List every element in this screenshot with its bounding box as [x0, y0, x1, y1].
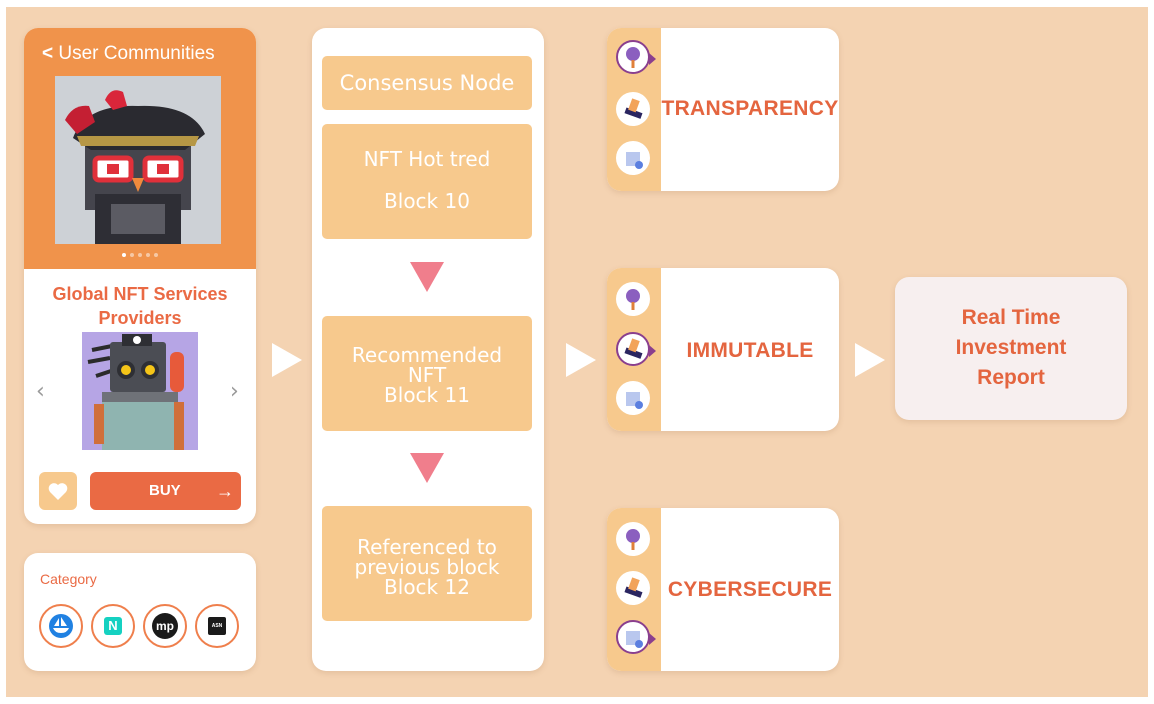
carousel-dot[interactable]	[130, 253, 134, 257]
flow-arrow-1	[272, 343, 302, 377]
block-11-line2: NFT	[407, 363, 447, 387]
provider-title-line2: Providers	[98, 308, 182, 328]
opensea-icon[interactable]	[39, 604, 83, 648]
block-11-line3: Block 11	[384, 383, 470, 407]
feature-label-immutable: IMMUTABLE	[686, 339, 814, 362]
stamp-icon[interactable]	[616, 571, 650, 605]
prev-arrow-icon[interactable]: ‹	[36, 379, 45, 404]
flow-arrow-2	[566, 343, 596, 377]
nifty-icon[interactable]: N	[91, 604, 135, 648]
magnifier-icon[interactable]	[616, 282, 650, 316]
block-10-line1: NFT Hot tred	[363, 147, 491, 171]
stamp-icon[interactable]	[616, 92, 650, 126]
next-arrow-icon[interactable]: ›	[230, 379, 239, 404]
down-arrow-2	[410, 453, 444, 483]
secure-bag-icon[interactable]	[616, 141, 650, 175]
carousel-dots[interactable]	[24, 250, 256, 257]
featured-nft-image[interactable]	[55, 76, 221, 244]
feature-card-cybersecure: CYBERSECURE	[607, 508, 839, 671]
block-12-line2: previous block	[354, 555, 500, 579]
feature-label-transparency: TRANSPARENCY	[661, 97, 839, 120]
stamp-icon[interactable]	[616, 332, 656, 366]
report-line3: Report	[977, 366, 1045, 389]
investment-report-card: Real Time Investment Report	[895, 277, 1127, 420]
report-line1: Real Time	[961, 306, 1061, 329]
block-12: Referenced to previous block Block 12	[322, 506, 532, 621]
consensus-node-block: Consensus Node	[322, 56, 532, 110]
block-10-line2: Block 10	[384, 189, 470, 213]
category-title: Category	[40, 571, 97, 587]
back-button[interactable]: < User Communities	[42, 43, 215, 65]
arrow-right-icon: →	[216, 481, 234, 501]
magnifier-icon[interactable]	[616, 522, 650, 556]
heart-icon	[48, 483, 68, 500]
carousel-dot[interactable]	[146, 253, 150, 257]
secure-bag-icon[interactable]	[616, 620, 656, 654]
buy-label: BUY	[149, 482, 181, 499]
back-label: User Communities	[58, 43, 215, 64]
blockchain-card: Consensus Node NFT Hot tred Block 10 Rec…	[312, 28, 544, 671]
block-11: Recommended NFT Block 11	[322, 316, 532, 431]
carousel-dot[interactable]	[154, 253, 158, 257]
async-badge: ASN	[208, 617, 226, 635]
provider-title: Global NFT Services Providers	[24, 282, 256, 330]
pixel-owl-pirate-art	[55, 76, 221, 244]
report-title: Real Time Investment Report	[895, 303, 1127, 393]
feature-card-transparency: TRANSPARENCY	[607, 28, 839, 191]
feature-card-immutable: IMMUTABLE	[607, 268, 839, 431]
block-10: NFT Hot tred Block 10	[322, 124, 532, 239]
nifty-badge: N	[104, 617, 122, 635]
carousel-dot-active[interactable]	[122, 253, 126, 257]
pixel-robot-art	[82, 332, 198, 450]
feature-label-cybersecure: CYBERSECURE	[667, 578, 833, 601]
opensea-logo-icon	[49, 614, 73, 638]
secure-bag-icon[interactable]	[616, 381, 650, 415]
block-12-line1: Referenced to	[357, 535, 497, 559]
mp-badge: mp	[152, 613, 178, 639]
provider-nft-image[interactable]	[82, 332, 198, 450]
mobile-app-card: < User Communities	[24, 28, 256, 524]
favorite-button[interactable]	[39, 472, 77, 510]
carousel-dot[interactable]	[138, 253, 142, 257]
buy-button[interactable]: BUY →	[90, 472, 241, 510]
down-arrow-1	[410, 262, 444, 292]
provider-title-line1: Global NFT Services	[52, 284, 228, 304]
chevron-left-icon: <	[42, 43, 54, 64]
mintable-mp-icon[interactable]: mp	[143, 604, 187, 648]
report-line2: Investment	[955, 336, 1067, 359]
diagram-canvas: < User Communities	[6, 7, 1148, 697]
block-11-line1: Recommended	[351, 343, 503, 367]
flow-arrow-3	[855, 343, 885, 377]
async-art-icon[interactable]: ASN	[195, 604, 239, 648]
magnifier-icon[interactable]	[616, 40, 656, 74]
block-12-line3: Block 12	[384, 575, 470, 599]
category-card: Category N mp ASN	[24, 553, 256, 671]
